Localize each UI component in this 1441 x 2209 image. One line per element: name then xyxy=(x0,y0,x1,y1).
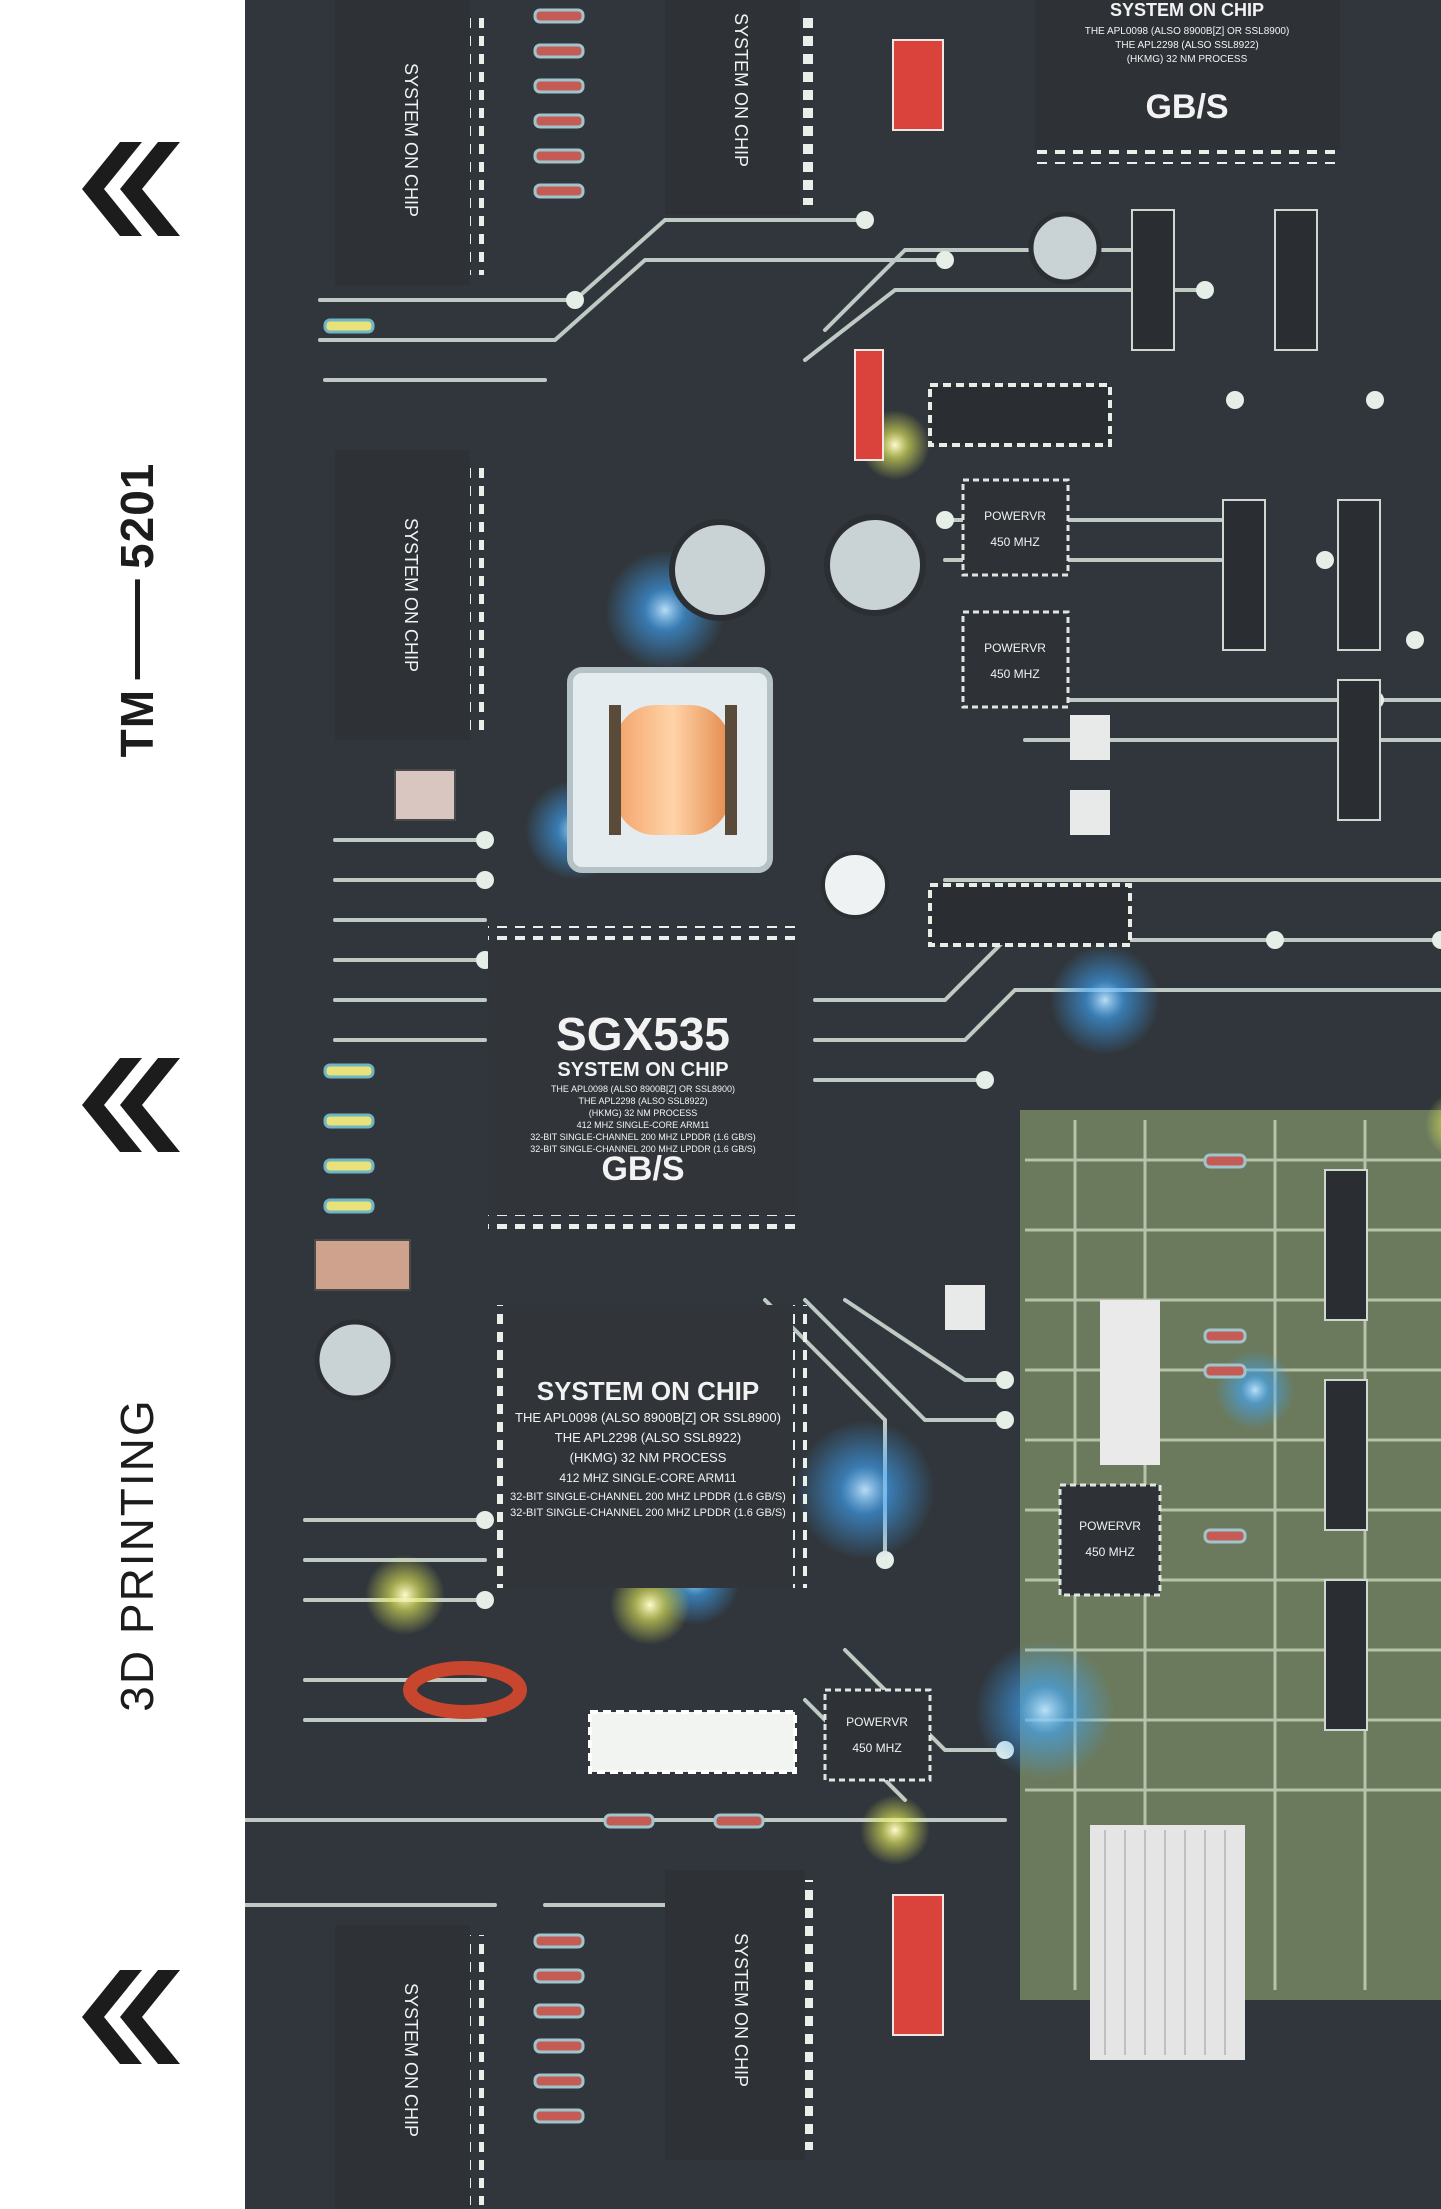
inductor-coil xyxy=(567,667,773,873)
double-chevron-left-icon xyxy=(82,1970,180,2064)
capacitor xyxy=(314,211,1102,1401)
rotated-chip-label: SYSTEM ON CHIP xyxy=(731,1933,751,2087)
chip-sgx535-subtitle: SYSTEM ON CHIP xyxy=(557,1059,728,1081)
powervr-freq: 450 MHZ xyxy=(1085,1545,1134,1559)
chip-powervr: POWERVR 450 MHZ xyxy=(823,1688,932,1782)
chip-soc-line: THE APL0098 (ALSO 8900B[Z] OR SSL8900) xyxy=(515,1410,781,1425)
product-code-number: 5201 xyxy=(111,462,163,569)
powervr-brand: POWERVR xyxy=(1079,1519,1141,1533)
product-code: TM 5201 xyxy=(110,463,164,758)
chip-soc-title: SYSTEM ON CHIP xyxy=(537,1376,759,1406)
chip-sgx535-line: 32-BIT SINGLE-CHANNEL 200 MHZ LPDDR (1.6… xyxy=(530,1144,756,1154)
chip-soc-line: 412 MHZ SINGLE-CORE ARM11 xyxy=(559,1471,736,1485)
chip-powervr: POWERVR 450 MHZ xyxy=(961,610,1070,709)
chip-sgx535: SGX535 SYSTEM ON CHIP THE APL0098 (ALSO … xyxy=(488,926,798,1229)
powervr-freq: 450 MHZ xyxy=(990,535,1039,549)
chip-top-right-title: SYSTEM ON CHIP xyxy=(1110,0,1264,20)
chip-soc-line: (HKMG) 32 NM PROCESS xyxy=(570,1450,727,1465)
chip-top-right: SYSTEM ON CHIP THE APL0098 (ALSO 8900B[Z… xyxy=(1035,0,1340,164)
product-code-dash xyxy=(134,578,140,679)
rotated-chip-label: SYSTEM ON CHIP xyxy=(731,13,751,167)
powervr-brand: POWERVR xyxy=(984,509,1046,523)
rotated-chip-label: SYSTEM ON CHIP xyxy=(401,518,421,672)
chip-sgx535-line: THE APL0098 (ALSO 8900B[Z] OR SSL8900) xyxy=(551,1084,735,1094)
chip-top-right-footer: GB/S xyxy=(1145,88,1228,126)
chip-top-right-line: THE APL0098 (ALSO 8900B[Z] OR SSL8900) xyxy=(1085,26,1290,37)
rotated-chip-bottom-center: SYSTEM ON CHIP xyxy=(665,1870,819,2160)
powervr-freq: 450 MHZ xyxy=(990,667,1039,681)
chip-sgx535-line: 32-BIT SINGLE-CHANNEL 200 MHZ LPDDR (1.6… xyxy=(530,1132,756,1142)
double-chevron-left-icon xyxy=(82,1058,180,1152)
powervr-freq: 450 MHZ xyxy=(852,1741,901,1755)
circuit-board-image: SYSTEM ON CHIP SYSTEM ON CHIP SYSTEM ON … xyxy=(245,0,1441,2209)
chip-sgx535-line: THE APL2298 (ALSO SSL8922) xyxy=(578,1096,707,1106)
rotated-chip-top-left: SYSTEM ON CHIP xyxy=(335,0,484,285)
chip-powervr: POWERVR 450 MHZ xyxy=(1058,1483,1162,1597)
rotated-chip-top-center: SYSTEM ON CHIP xyxy=(665,0,814,215)
chip-powervr: POWERVR 450 MHZ xyxy=(961,478,1070,577)
product-code-prefix: TM xyxy=(111,688,163,758)
rotated-chip-bottom-left: SYSTEM ON CHIP xyxy=(335,1925,484,2209)
rotated-chip-mid-left: SYSTEM ON CHIP xyxy=(335,450,484,740)
double-chevron-left-icon xyxy=(82,142,180,236)
chip-system-on-chip: SYSTEM ON CHIP THE APL0098 (ALSO 8900B[Z… xyxy=(489,1305,807,1588)
chip-soc-line: 32-BIT SINGLE-CHANNEL 200 MHZ LPDDR (1.6… xyxy=(510,1491,786,1503)
rotated-chip-label: SYSTEM ON CHIP xyxy=(401,1983,421,2137)
chip-sgx535-line: 412 MHZ SINGLE-CORE ARM11 xyxy=(577,1120,710,1130)
toroid-inductor xyxy=(403,1661,527,1719)
chip-soc-line: 32-BIT SINGLE-CHANNEL 200 MHZ LPDDR (1.6… xyxy=(510,1507,786,1519)
chip-top-right-line: THE APL2298 (ALSO SSL8922) xyxy=(1115,40,1258,51)
chip-top-right-line: (HKMG) 32 NM PROCESS xyxy=(1127,54,1248,65)
left-sidebar: TM 5201 3D PRINTING xyxy=(0,0,245,2209)
chip-sgx535-footer: GB/S xyxy=(601,1150,684,1188)
powervr-brand: POWERVR xyxy=(984,641,1046,655)
powervr-brand: POWERVR xyxy=(846,1715,908,1729)
heatsink xyxy=(1090,1825,1245,2060)
chip-soc-line: THE APL2298 (ALSO SSL8922) xyxy=(555,1430,741,1445)
chip-sgx535-line: (HKMG) 32 NM PROCESS xyxy=(589,1108,698,1118)
caption-3d-printing: 3D PRINTING xyxy=(111,1398,163,1712)
chip-sgx535-model: SGX535 xyxy=(556,1008,730,1060)
rotated-chip-label: SYSTEM ON CHIP xyxy=(401,63,421,217)
